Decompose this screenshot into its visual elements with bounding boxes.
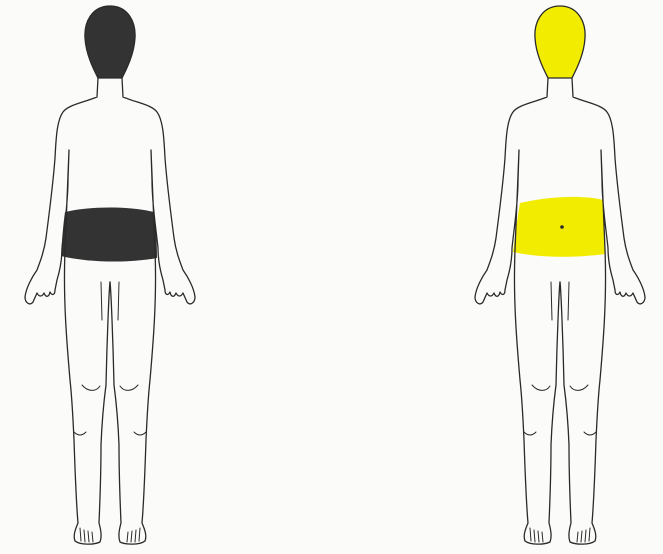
front-view-figure <box>475 6 645 544</box>
front-body-outline <box>475 6 645 544</box>
back-body-outline <box>25 6 195 544</box>
navel-dot <box>560 225 564 229</box>
abdomen-mark <box>513 197 605 257</box>
back-view-figure <box>25 6 195 544</box>
lower-back-mark <box>61 208 157 262</box>
